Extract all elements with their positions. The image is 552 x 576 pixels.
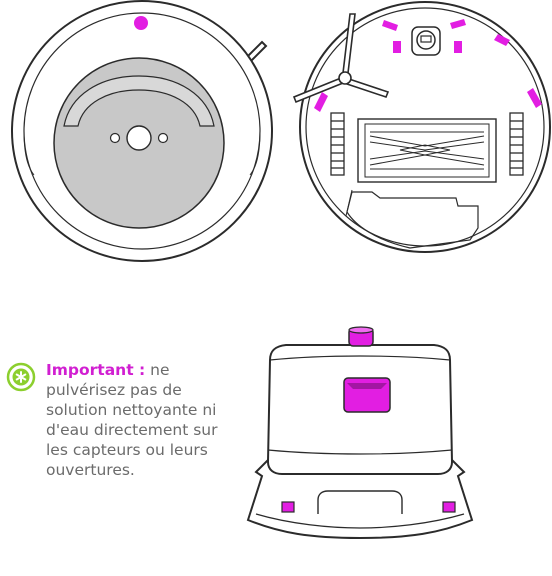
bumper-seam (23, 130, 35, 176)
bin-handle (63, 75, 215, 127)
base-tower-lower-line (267, 449, 453, 455)
top-sensor-highlight (134, 16, 148, 30)
sensor-top-right (494, 34, 510, 46)
right-wheel (509, 112, 524, 176)
important-note: Important : ne pulvérisez pas de solutio… (6, 360, 236, 480)
left-wheel (330, 112, 345, 176)
base-left-contact (281, 501, 295, 513)
base-platform-cutout (317, 490, 403, 514)
side-brush-tip (245, 40, 268, 63)
asterisk-badge-icon (6, 362, 36, 392)
sensor-left-mid (393, 41, 401, 53)
base-ir-window-shade (347, 383, 387, 389)
base-top-beacon-cap (348, 326, 374, 334)
important-note-title: Important : (46, 361, 146, 379)
important-note-body: ne pulvérisez pas de solution nettoyante… (46, 361, 218, 479)
dust-bin-inner-line (345, 189, 353, 217)
right-button (157, 132, 169, 144)
sensor-front-right (450, 19, 466, 29)
center-button (126, 125, 152, 151)
robot-top-view (11, 0, 273, 262)
base-tower-shoulder (269, 355, 451, 361)
sensor-left-edge (314, 92, 328, 112)
brush-compartment (357, 118, 497, 183)
important-note-text: Important : ne pulvérisez pas de solutio… (46, 360, 218, 480)
base-platform-top (255, 513, 465, 529)
base-right-contact (442, 501, 456, 513)
side-brush (292, 13, 390, 104)
sensor-front-left (382, 20, 398, 31)
home-base (246, 344, 474, 540)
caster-axle (420, 35, 432, 43)
dust-bin-outline (346, 191, 479, 249)
underside-sensors (314, 19, 542, 112)
home-base-sensors (281, 326, 456, 513)
sensor-right-mid (454, 41, 462, 53)
sensor-right-edge (527, 88, 542, 108)
left-button (109, 132, 121, 144)
robot-bottom-view (292, 1, 551, 253)
bumper-seam-right (249, 130, 261, 176)
